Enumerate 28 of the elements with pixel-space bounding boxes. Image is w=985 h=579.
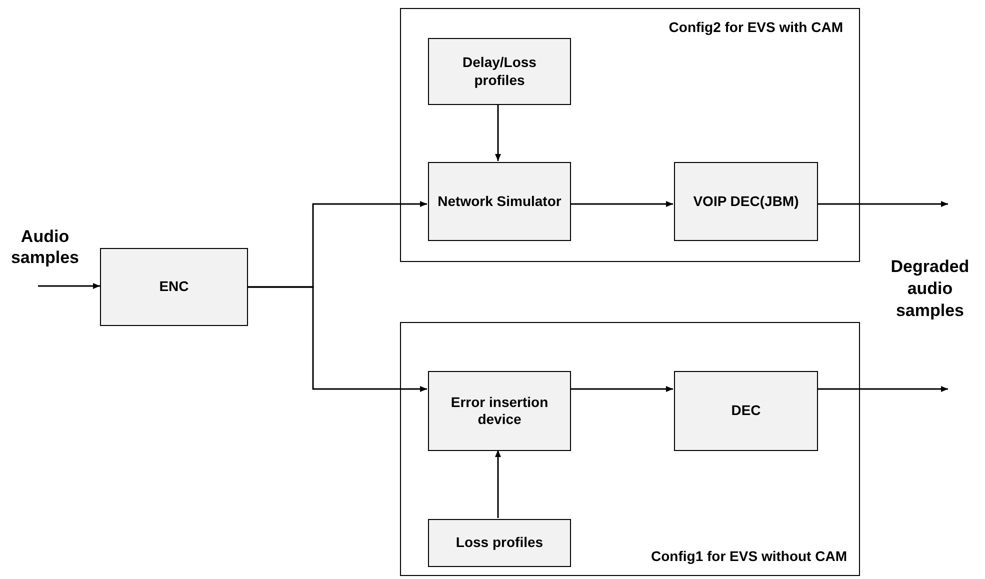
box-label: Delay/Loss profiles bbox=[462, 54, 538, 89]
box-label: Network Simulator bbox=[438, 192, 562, 210]
process-box bbox=[674, 162, 818, 241]
arrow bbox=[570, 201, 673, 207]
box-label: Loss profiles bbox=[456, 534, 544, 552]
arrow bbox=[817, 386, 948, 392]
box-label: ENC bbox=[159, 278, 189, 296]
group-title: Config1 for EVS without CAM bbox=[651, 547, 847, 566]
process-box bbox=[674, 371, 818, 451]
arrow bbox=[495, 104, 501, 161]
group-title: Config2 for EVS with CAM bbox=[668, 18, 843, 37]
config-group bbox=[400, 8, 860, 262]
arrow bbox=[248, 286, 427, 392]
arrow bbox=[570, 386, 673, 392]
process-box bbox=[428, 519, 571, 567]
box-label: Error insertion device bbox=[450, 394, 550, 428]
process-box bbox=[428, 371, 571, 451]
output-label: Degraded audio samples bbox=[890, 256, 970, 322]
input-label: Audio samples bbox=[10, 226, 80, 268]
box-label: VOIP DEC(JBM) bbox=[693, 192, 799, 210]
box-label: DEC bbox=[731, 402, 761, 420]
arrow bbox=[495, 450, 501, 518]
process-box bbox=[100, 248, 248, 326]
config-group bbox=[400, 322, 860, 576]
arrow bbox=[38, 283, 100, 289]
process-box bbox=[428, 38, 571, 105]
process-box bbox=[428, 162, 571, 241]
arrow bbox=[817, 201, 948, 207]
